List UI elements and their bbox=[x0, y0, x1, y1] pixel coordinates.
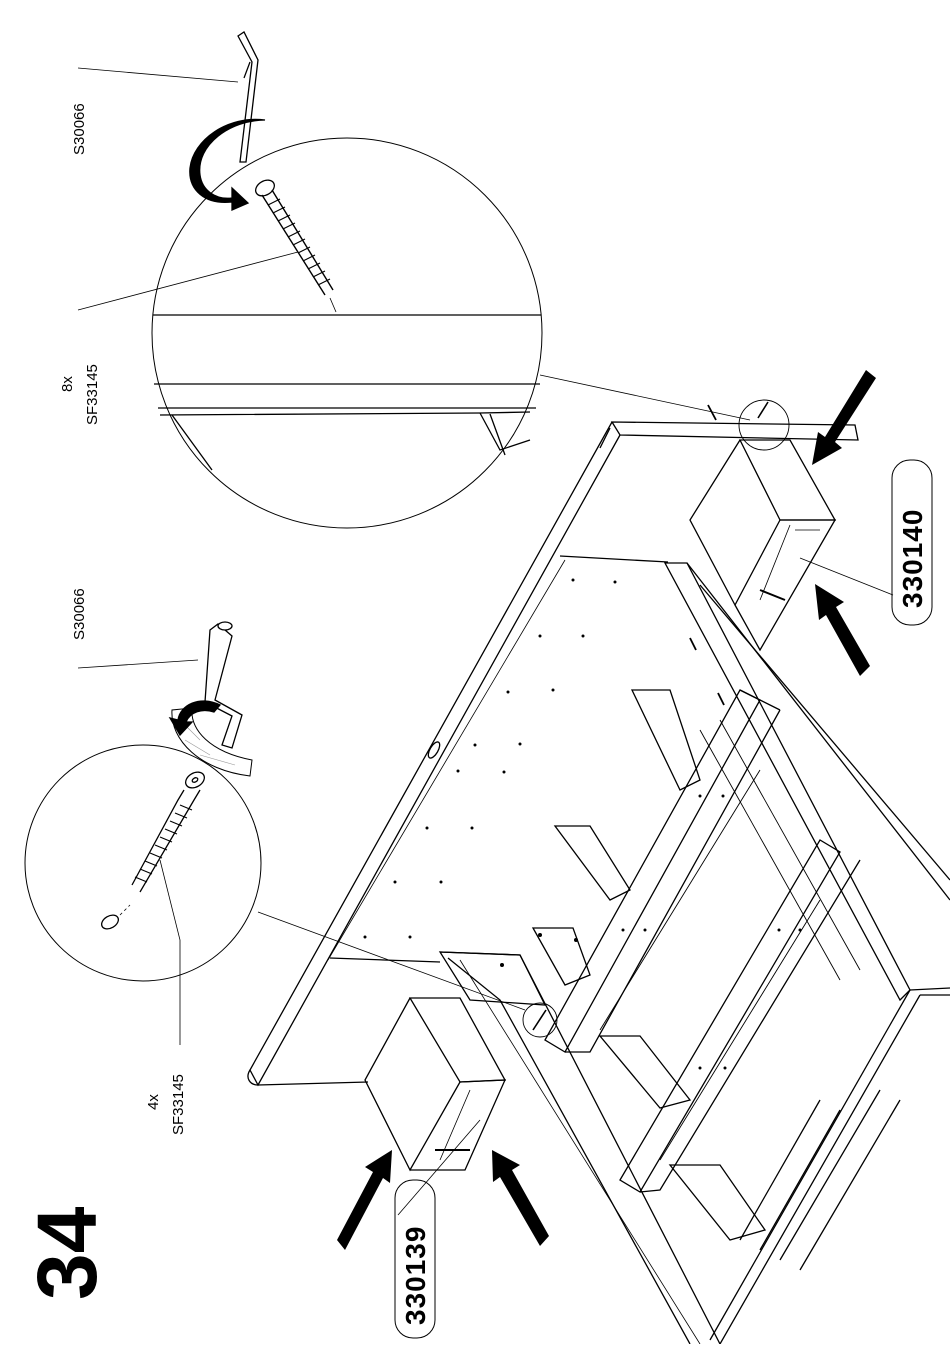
arrow-icon bbox=[337, 1150, 392, 1250]
detail-circle-left bbox=[25, 745, 525, 1010]
svg-text:SF33145: SF33145 bbox=[84, 364, 101, 425]
screw-holes bbox=[364, 579, 802, 1070]
svg-text:330139: 330139 bbox=[400, 1226, 431, 1325]
part-label-330140: 330140 bbox=[892, 460, 932, 625]
hex-key-icon bbox=[238, 32, 258, 162]
callout-wrench-top: S30066 bbox=[71, 103, 88, 155]
svg-text:SF33145: SF33145 bbox=[170, 1074, 187, 1135]
callout-screw-left-qty: 4x bbox=[145, 1094, 162, 1110]
svg-text:S30066: S30066 bbox=[71, 103, 88, 155]
callout-screw-top-code: SF33145 bbox=[84, 364, 101, 425]
hex-key-icon bbox=[205, 622, 242, 748]
part-label-330139: 330139 bbox=[395, 1180, 435, 1338]
svg-text:34: 34 bbox=[20, 1206, 114, 1300]
bed-frame bbox=[248, 422, 950, 1344]
svg-text:330140: 330140 bbox=[897, 509, 928, 608]
arrow-icon bbox=[815, 584, 870, 676]
svg-text:4x: 4x bbox=[145, 1094, 162, 1110]
callout-screw-top-qty: 8x bbox=[59, 376, 76, 392]
svg-text:S30066: S30066 bbox=[71, 588, 88, 640]
step-number: 34 bbox=[20, 1206, 114, 1300]
callout-wrench-mid: S30066 bbox=[71, 588, 88, 640]
arrow-icon bbox=[812, 370, 876, 465]
arrow-icon bbox=[492, 1150, 549, 1246]
direction-arrows bbox=[337, 370, 876, 1250]
svg-text:8x: 8x bbox=[59, 376, 76, 392]
callout-screw-left-code: SF33145 bbox=[170, 1074, 187, 1135]
screw-icon bbox=[253, 177, 336, 312]
rotate-arrow-icon bbox=[190, 119, 265, 210]
